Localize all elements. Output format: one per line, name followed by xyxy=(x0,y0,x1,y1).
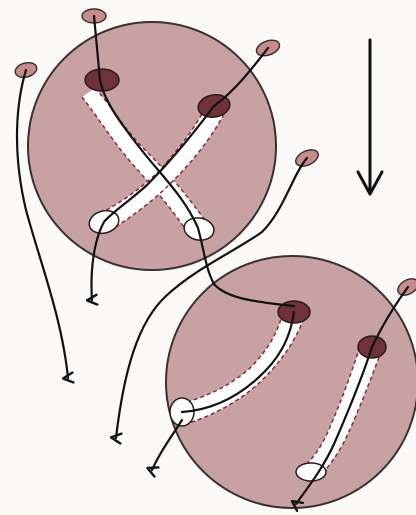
down-arrow-icon xyxy=(358,40,382,194)
upper-disk xyxy=(28,22,276,270)
lower-disk xyxy=(166,256,416,508)
thread-lower-left-exit-arrow xyxy=(152,420,182,470)
pin-head-far-right xyxy=(395,275,416,298)
